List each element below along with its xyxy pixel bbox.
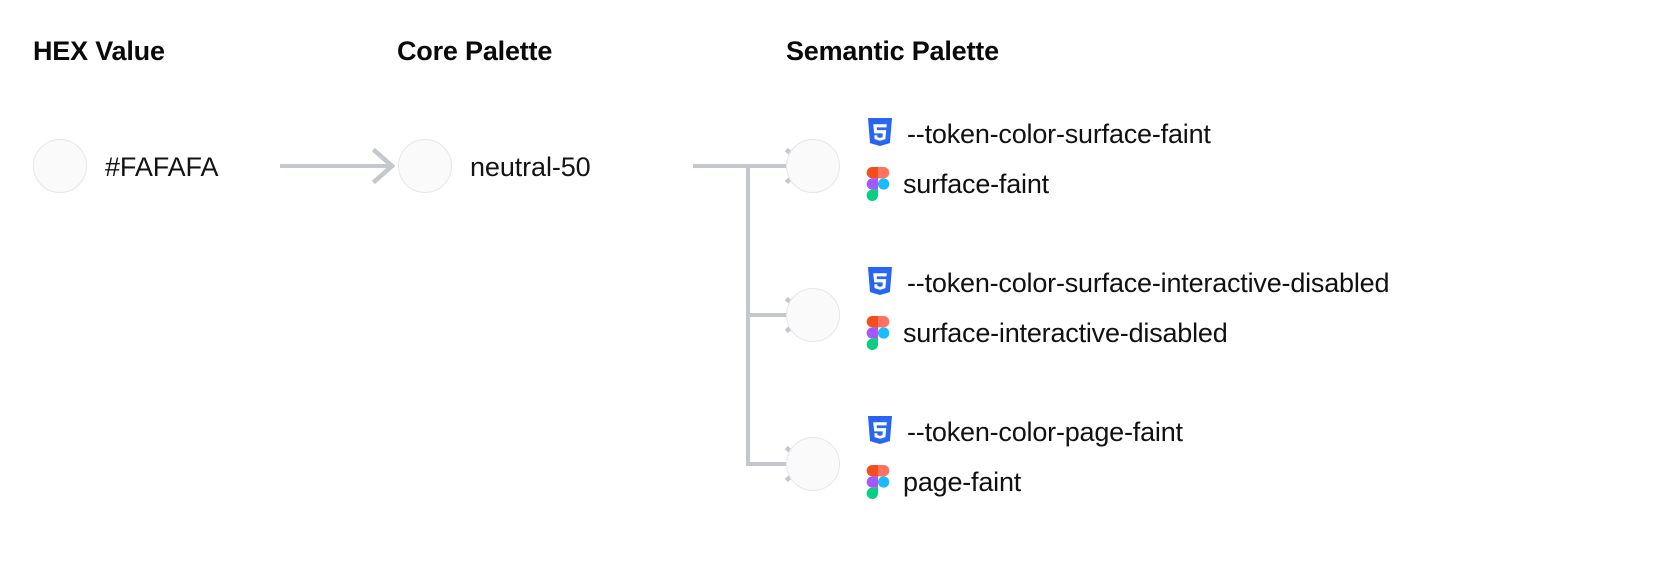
figma-token-text: page-faint [903,466,1022,497]
css-variable-line: --token-color-surface-faint [866,117,1211,151]
column-header-semantic-palette: Semantic Palette [786,36,999,66]
css-variable-text: --token-color-surface-interactive-disabl… [907,267,1390,298]
token-row: --token-color-page-faint page-faint [866,415,1183,499]
semantic-swatch-1 [786,288,840,342]
css3-shield-icon [868,118,892,146]
hex-swatch [33,139,87,193]
core-swatch [398,139,452,193]
figma-logo-icon [866,316,890,350]
css-variable-text: --token-color-page-faint [907,416,1183,447]
figma-token-line: page-faint [866,465,1183,499]
figma-token-text: surface-interactive-disabled [903,317,1228,348]
token-row: --token-color-surface-interactive-disabl… [866,266,1389,350]
figma-token-line: surface-faint [866,167,1211,201]
column-header-core-palette: Core Palette [397,36,553,66]
figma-logo-icon [866,465,890,499]
token-row: --token-color-surface-faint surface-fain… [866,117,1211,201]
hex-value-label: #FAFAFA [105,152,219,182]
arrow-right-icon [371,147,396,185]
semantic-swatch-2 [786,437,840,491]
css-variable-line: --token-color-page-faint [866,415,1183,449]
figma-token-text: surface-faint [903,168,1049,199]
css-variable-line: --token-color-surface-interactive-disabl… [866,266,1389,300]
css3-shield-icon [868,267,892,295]
figma-token-line: surface-interactive-disabled [866,316,1389,350]
semantic-swatch-0 [786,139,840,193]
figma-logo-icon [866,167,890,201]
core-palette-label: neutral-50 [470,152,591,182]
css3-shield-icon [868,416,892,444]
column-header-hex-value: HEX Value [33,36,165,66]
css-variable-text: --token-color-surface-faint [907,118,1211,149]
